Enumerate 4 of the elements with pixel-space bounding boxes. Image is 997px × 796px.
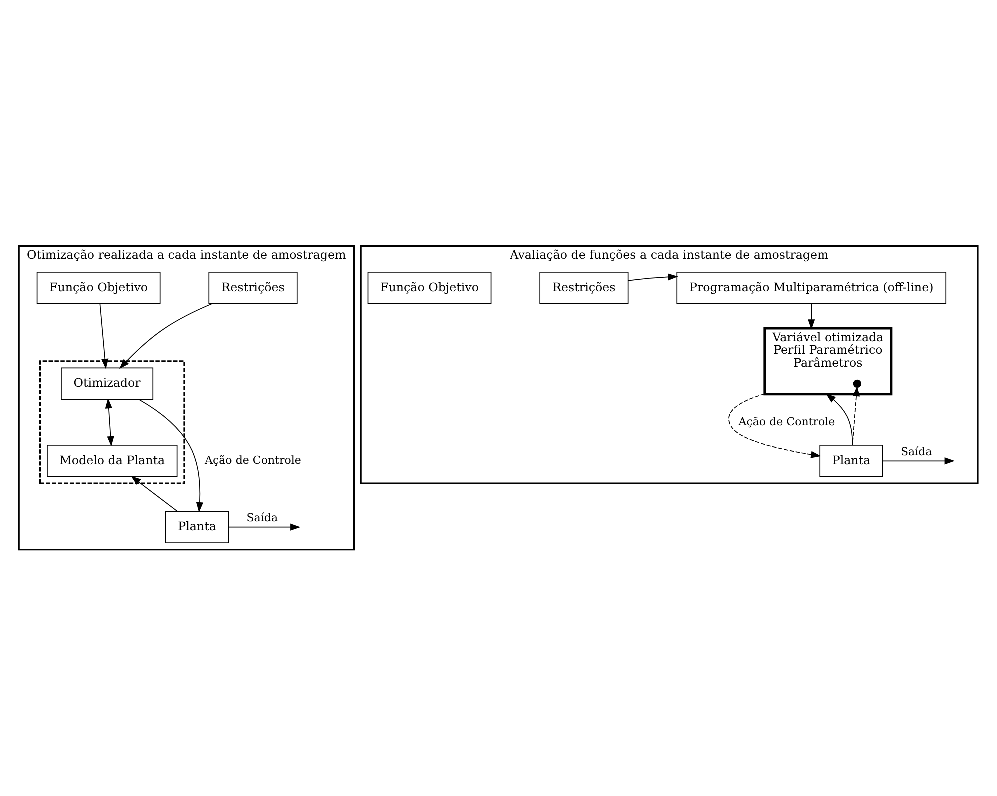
- edge-label: Saída: [246, 512, 278, 525]
- edge-label: Saída: [901, 446, 932, 459]
- edge-label: Ação de Controle: [204, 454, 302, 468]
- edge-label: Ação de Controle: [738, 415, 836, 428]
